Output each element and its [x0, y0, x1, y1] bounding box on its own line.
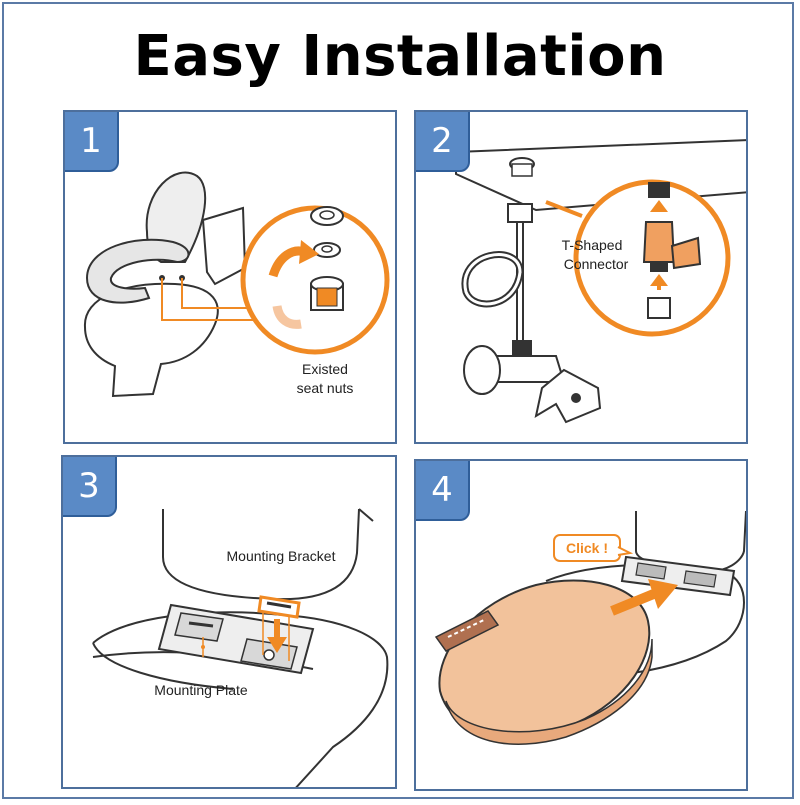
step-4-badge: 4: [416, 461, 470, 521]
step-2-illustration: T-Shaped Connector: [455, 139, 746, 424]
step-3-badge: 3: [63, 457, 117, 517]
step-1-illustration: Existed seat nuts: [83, 171, 390, 398]
step-4-click-label: Click !: [566, 540, 608, 556]
step-1-badge: 1: [65, 112, 119, 172]
step-4-panel: 4 Click !: [414, 459, 748, 791]
page-title: Easy Installation: [133, 24, 667, 89]
step-3-panel: 3 Mounting Bracket Mounting Plate: [61, 455, 397, 789]
step-4-illustration: Click !: [434, 510, 746, 745]
step-3-illustration: Mounting Bracket Mounting Plate: [92, 508, 389, 787]
step-2-badge: 2: [416, 112, 470, 172]
step-1-panel: 1 Existed seat nuts: [63, 110, 397, 444]
step-1-label-line-1: Existed: [302, 361, 348, 377]
step-3-label-bracket: Mounting Bracket: [227, 548, 336, 564]
step-2-label-line-1: T-Shaped: [562, 237, 623, 253]
step-2-panel: 2 T-Shaped Connector: [414, 110, 748, 444]
step-1-label-line-2: seat nuts: [297, 380, 354, 396]
step-2-label-line-2: Connector: [564, 256, 629, 272]
step-3-label-plate: Mounting Plate: [154, 682, 248, 698]
